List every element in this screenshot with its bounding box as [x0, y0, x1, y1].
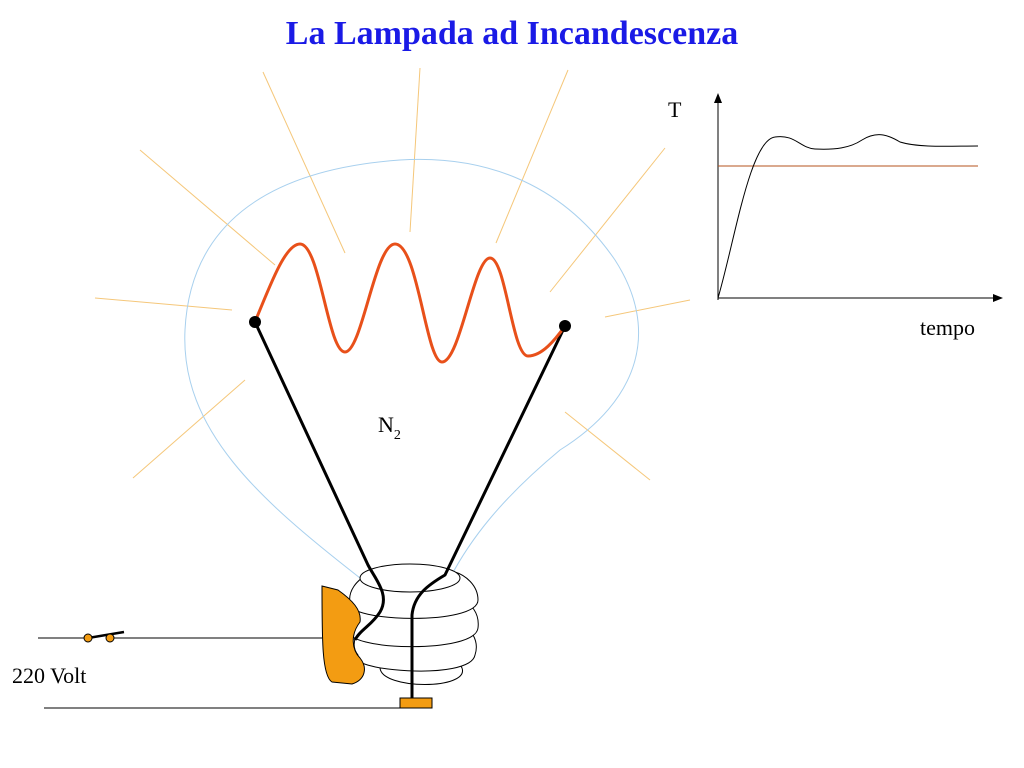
- light-ray: [495, 69, 569, 244]
- voltage-label: 220 Volt: [12, 663, 86, 688]
- right-lead-wire: [410, 325, 567, 698]
- light-ray: [262, 71, 346, 254]
- light-ray: [564, 411, 651, 481]
- light-ray: [604, 299, 691, 318]
- base-bottom-contact: [399, 697, 433, 709]
- graph-x-arrowhead: [993, 294, 1003, 302]
- lead-wires: [253, 321, 567, 698]
- gas-symbol: N: [378, 412, 394, 437]
- base-insulator: [321, 585, 365, 685]
- filament-terminal-left: [249, 316, 261, 328]
- slide-title: La Lampada ad Incandescenza: [285, 15, 739, 52]
- filament: [253, 242, 567, 364]
- switch-contact: [83, 633, 93, 643]
- graph-y-label: T: [668, 97, 682, 122]
- left-lead-wire: [253, 321, 385, 641]
- light-ray: [409, 67, 421, 233]
- gas-subscript: 2: [394, 428, 401, 443]
- gas-label: N2: [378, 412, 401, 443]
- switch-contact: [105, 633, 115, 643]
- light-ray: [94, 297, 233, 311]
- graph-y-arrowhead: [714, 93, 722, 103]
- light-rays: [94, 67, 691, 481]
- glass-bulb-outline: [184, 158, 639, 579]
- graph-temperature-curve: [717, 134, 979, 299]
- filament-terminal-right: [559, 320, 571, 332]
- supply-circuit: [38, 630, 400, 709]
- base-top-ring: [359, 563, 461, 593]
- light-ray: [139, 149, 276, 266]
- light-ray: [549, 147, 666, 293]
- temperature-time-graph: T tempo: [668, 93, 1003, 340]
- switch-lever: [87, 630, 125, 640]
- light-ray: [132, 379, 246, 479]
- graph-x-label: tempo: [920, 315, 975, 340]
